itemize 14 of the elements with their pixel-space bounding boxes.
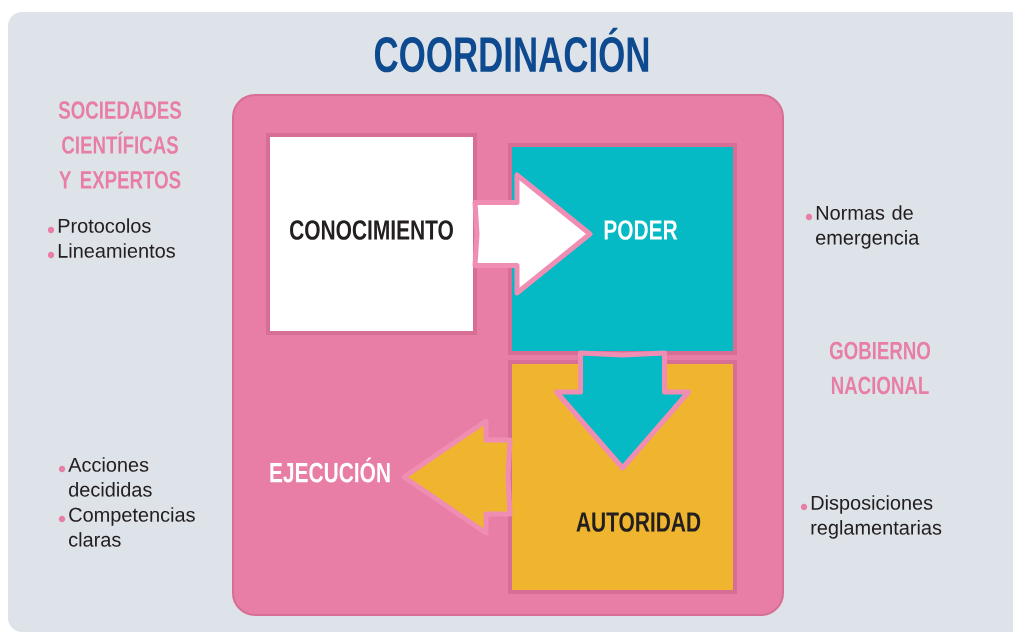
title: COORDINACIÓN [374,27,649,73]
block-arrow [401,418,513,536]
block-arrow [554,350,691,471]
bullet-item: Protocolos [47,218,151,234]
process-box: CONOCIMIENTO [266,133,477,335]
group-heading: SOCIEDADES CIENTÍFICAS Y EXPERTOS [58,101,182,189]
bullet-item: Acciones decididas [58,457,152,497]
bullet-item: Disposiciones reglamentarias [800,495,942,539]
box-label: EJECUCIÓN [270,457,390,483]
bullet-item: Normas de emergencia [805,205,920,249]
block-arrow [472,172,593,296]
group-heading: GOBIERNO NACIONAL [829,341,931,395]
bullet-item: Lineamientos [47,243,175,259]
bullet-item: Competencias claras [58,507,195,547]
